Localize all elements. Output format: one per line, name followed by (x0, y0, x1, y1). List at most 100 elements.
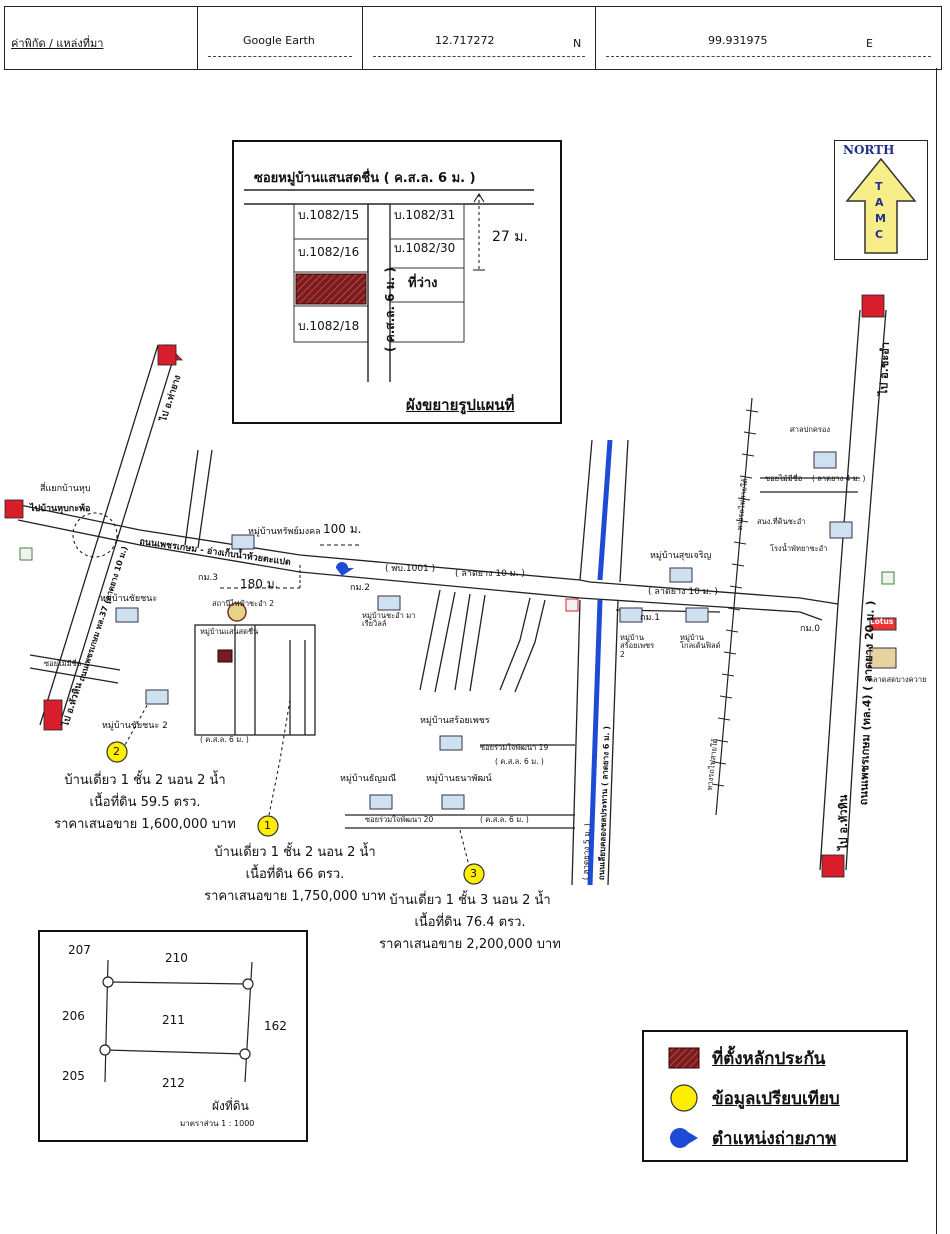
collateral-lot (295, 273, 367, 305)
inset-lot-right-1: บ.1082/31 (394, 208, 456, 222)
plot-label-211: 211 (162, 1013, 185, 1027)
comparison-3-line1: บ้านเดี่ยว 1 ชั้น 3 นอน 2 น้ำ (389, 893, 551, 908)
village-thanyamanee-label: หมู่บ้านธัญมณี (340, 774, 397, 784)
asphalt-4-label: ( ลาดยาง 4 ม. ) (812, 474, 866, 483)
asphalt-10-label-2: ( ลาดยาง 10 ม. ) (648, 587, 718, 597)
km3-label: กม.3 (198, 573, 218, 583)
comparison-2-info: บ้านเดี่ยว 1 ชั้น 2 นอน 2 น้ำ เนื้อที่ดิ… (35, 770, 255, 836)
comparison-2-line1: บ้านเดี่ยว 1 ชั้น 2 นอน 2 น้ำ (64, 773, 226, 788)
legend-comparison-label: ข้อมูลเปรียบเทียบ (712, 1088, 840, 1109)
lotus-label: Lotus (870, 617, 894, 626)
latitude-cell: 12.717272 N (363, 7, 596, 69)
soi-jaipattana20-spec: ( ค.ส.ล. 6 ม. ) (480, 815, 529, 824)
km1-label: กม.1 (640, 613, 660, 623)
plot-label-162: 162 (264, 1019, 287, 1033)
plot-scale: มาตราส่วน 1 : 1000 (180, 1119, 255, 1128)
longitude-value: 99.931975 (708, 34, 768, 47)
legend-row-camera: ตำแหน่งถ่ายภาพ (668, 1118, 906, 1158)
to-chaam-label: ไป อ.ชะอำ (877, 341, 892, 396)
village-chaichana2-label: หมู่บ้านชัยชนะ 2 (102, 721, 168, 731)
inset-lot-left-2: บ.1082/16 (298, 245, 360, 259)
plot-title: ผังที่ดิน (212, 1099, 249, 1113)
km2-label: กม.2 (350, 583, 370, 593)
comparison-2-line2: เนื้อที่ดิน 59.5 ตรว. (89, 795, 201, 810)
plot-lines (99, 959, 254, 1083)
comparison-1-line3: ราคาเสนอขาย 1,750,000 บาท (204, 889, 386, 904)
underline (606, 56, 931, 57)
comparison-3-line3: ราคาเสนอขาย 2,200,000 บาท (379, 937, 561, 952)
km0-label: กม.0 (800, 624, 820, 634)
road-1001-label: ( พบ.1001 ) (385, 564, 436, 574)
comparison-3-line2: เนื้อที่ดิน 76.4 ตรว. (414, 915, 526, 930)
village-soipetch-label: หมู่บ้านสร้อยเพชร (420, 716, 490, 726)
comparison-marker-2 (106, 741, 128, 763)
market-label: ตลาดสดบางควาย (868, 675, 927, 684)
comparison-marker-3 (463, 863, 485, 885)
land-office-label: สนง.ที่ดินชะอำ (757, 517, 806, 526)
latitude-value: 12.717272 (435, 34, 495, 47)
hospital-label: โรงน้ำพัทยาชะอำ (770, 544, 828, 553)
north-letter: A (875, 196, 884, 209)
comparison-number-2: 2 (113, 745, 120, 758)
power-station-icon (227, 602, 247, 622)
comparison-circle-icon (670, 1084, 698, 1112)
latitude-dir: N (573, 37, 582, 50)
inset-title: ผังขยายรูปแผนที่ (406, 396, 515, 414)
intersection-label: สี่แยกบ้านหุบ (40, 484, 91, 494)
village-marisa-label: หมู่บ้านชะอำ มาเรียวิลล์ (362, 611, 416, 629)
comparison-marker-1 (257, 815, 279, 837)
underline (373, 56, 585, 57)
plot-label-210: 210 (165, 951, 188, 965)
legend-collateral-label: ที่ตั้งหลักประกัน (712, 1048, 826, 1069)
legend-camera-label: ตำแหน่งถ่ายภาพ (712, 1128, 837, 1149)
north-arrow: NORTH T A M C (834, 140, 928, 260)
plot-label-205: 205 (62, 1069, 85, 1083)
to-huahin-label: ไป อ.หัวหิน (837, 794, 850, 850)
village-saensod-label: หมู่บ้านแสนสดชื่น (200, 627, 259, 636)
asphalt-10-label: ( ลาดยาง 10 ม. ) (455, 569, 525, 579)
village-golden-label: หมู่บ้านโกลเด้นฟิลด์ (680, 633, 721, 651)
collateral-swatch-icon (668, 1047, 700, 1069)
inset-lot-left-4: บ.1082/18 (298, 319, 360, 333)
longitude-dir: E (866, 37, 873, 50)
source-text: Google Earth (243, 34, 315, 47)
camera-marker (336, 562, 354, 576)
village-sukcharoen-label: หมู่บ้านสุขเจริญ (650, 551, 712, 561)
inset-distance: 27 ม. (492, 229, 528, 245)
source-cell: Google Earth (198, 7, 363, 69)
legend-row-collateral: ที่ตั้งหลักประกัน (668, 1038, 906, 1078)
village-chaichana-label: หมู่บ้านชัยชนะ (100, 594, 158, 604)
comparison-3-info: บ้านเดี่ยว 1 ชั้น 3 นอน 2 น้ำ เนื้อที่ดิ… (370, 890, 570, 956)
plot-label-206: 206 (62, 1009, 85, 1023)
to-left-label: ไปบ้านหุบกะพ้อ (30, 504, 91, 514)
inset-lot-right-2: บ.1082/30 (394, 241, 456, 255)
comparison-number-3: 3 (470, 867, 477, 880)
comparison-2-line3: ราคาเสนอขาย 1,600,000 บาท (54, 817, 236, 832)
soi-mai-label: ซอยไม้มีชื่อ (765, 474, 803, 483)
underline (208, 56, 352, 57)
north-letter: T (875, 180, 883, 193)
plot-diagram: 207 210 206 211 162 205 212 ผังที่ดิน มา… (38, 930, 308, 1142)
legend: ที่ตั้งหลักประกัน ข้อมูลเปรียบเทียบ ตำแห… (642, 1030, 908, 1162)
soi-jaipattana19: ซอยร่วมใจพัฒนา 19 (480, 743, 549, 752)
soi-saensod-spec: ( ค.ส.ล. 6 ม. ) (200, 735, 249, 744)
coordinates-header: ค่าพิกัด / แหล่งที่มา Google Earth 12.71… (4, 6, 942, 70)
inset-lot-left-1: บ.1082/15 (298, 208, 360, 222)
inset-map: ซอยหมู่บ้านแสนสดชื่น ( ค.ส.ล. 6 ม. ) บ.1… (232, 140, 562, 424)
inset-road-name: ซอยหมู่บ้านแสนสดชื่น ( ค.ส.ล. 6 ม. ) (254, 171, 476, 186)
soi-jaipattana20: ซอยร่วมใจพัฒนา 20 (365, 815, 434, 824)
north-arrow-icon (845, 157, 917, 254)
north-word: NORTH (843, 143, 895, 157)
soi-jaipattana19-spec: ( ค.ส.ล. 6 ม. ) (495, 757, 544, 766)
distance-180: 180 ม. (240, 577, 279, 591)
coord-label-cell: ค่าพิกัด / แหล่งที่มา (5, 7, 198, 69)
inset-lot-vacant: ที่ว่าง (408, 276, 438, 291)
coord-label: ค่าพิกัด / แหล่งที่มา (11, 37, 104, 50)
village-thanaphon-label: หมู่บ้านธนาพัฒน์ (426, 774, 492, 784)
legend-row-comparison: ข้อมูลเปรียบเทียบ (668, 1078, 906, 1118)
inset-lines (244, 189, 534, 382)
longitude-cell: 99.931975 E (596, 7, 941, 69)
collateral-marker (217, 649, 233, 663)
village-sap-label: หมู่บ้านทรัพย์มงคล (248, 527, 321, 537)
